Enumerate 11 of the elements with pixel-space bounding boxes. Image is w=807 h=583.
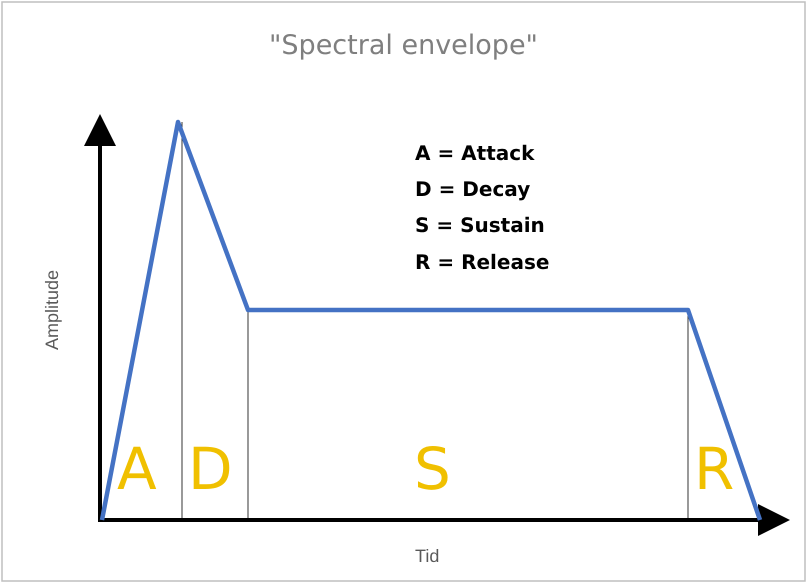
key-text: S = Sustain (415, 215, 545, 235)
phase-letter: A (117, 440, 157, 498)
axis-label: Tid (415, 547, 440, 565)
phase-letter: D (188, 440, 233, 498)
key-text: R = Release (415, 252, 550, 272)
phase-letter: S (414, 440, 451, 498)
key-text: D = Decay (415, 179, 530, 199)
phase-letter: R (694, 440, 734, 498)
chart-title: "Spectral envelope" (268, 32, 539, 59)
axis-label: Amplitude (43, 270, 62, 350)
key-text: A = Attack (415, 143, 534, 163)
